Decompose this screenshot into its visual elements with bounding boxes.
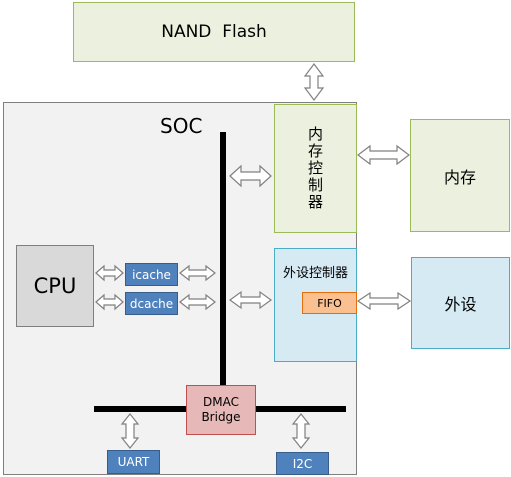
fifo-label: FIFO	[317, 296, 342, 310]
peripheral-label: 外设	[444, 295, 477, 314]
arrow-bus-i2c	[291, 413, 311, 449]
i2c-label: I2C	[292, 456, 313, 471]
icache-block: icache	[125, 263, 178, 286]
memory-label: 内存	[443, 167, 476, 187]
memory-block: 内存	[410, 119, 510, 232]
cpu-label: CPU	[33, 274, 77, 298]
arrow-cpu-dcache	[95, 293, 124, 311]
dcache-label: dcache	[129, 296, 174, 311]
peripheral-controller-label: 外设控制器	[282, 266, 348, 281]
memory-controller-block: 内存控制器	[274, 104, 357, 233]
arrow-fifo-peripheral	[356, 291, 412, 311]
arrow-cpu-icache	[95, 264, 124, 282]
dcache-block: dcache	[125, 292, 178, 315]
arrow-dcache-bus	[179, 293, 216, 311]
nand-flash-label: NAND Flash	[161, 22, 267, 42]
uart-block: UART	[107, 450, 160, 474]
arrow-icache-bus	[179, 264, 216, 282]
cpu-block: CPU	[16, 245, 94, 327]
dmac-bridge-label: DMAC Bridge	[201, 395, 241, 424]
arrow-memctrl-memory	[357, 144, 410, 166]
i2c-block: I2C	[276, 452, 329, 475]
peripheral-block: 外设	[411, 257, 510, 349]
uart-label: UART	[117, 455, 150, 469]
arrow-nand-memctrl	[303, 63, 325, 101]
memory-controller-label: 内存控制器	[306, 126, 324, 211]
soc-label: SOC	[160, 114, 203, 138]
arrow-bus-memctrl	[229, 164, 272, 188]
arrow-bus-periphctrl	[228, 290, 273, 310]
dmac-bridge-block: DMAC Bridge	[186, 385, 256, 435]
arrow-bus-uart	[120, 413, 140, 449]
nand-flash-block: NAND Flash	[73, 2, 355, 62]
fifo-block: FIFO	[302, 292, 357, 314]
icache-label: icache	[132, 267, 171, 282]
